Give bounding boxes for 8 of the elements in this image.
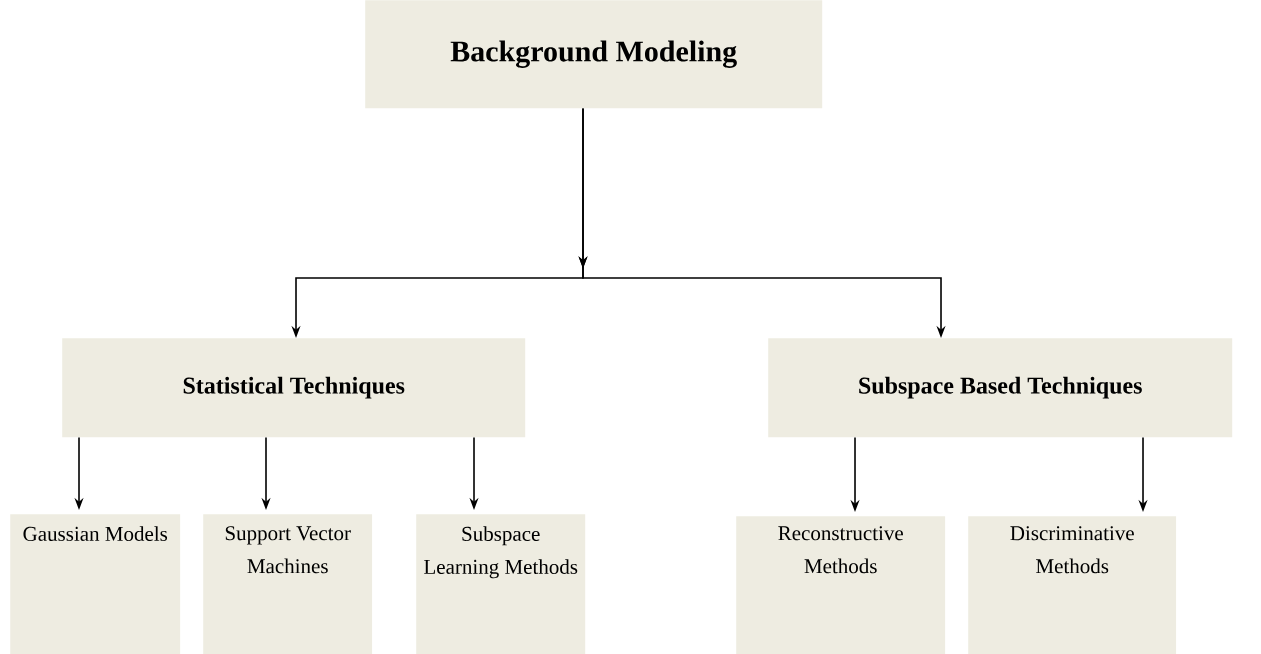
method-box: Discriminative Methods [968,516,1177,654]
category-box: Statistical Techniques [62,338,526,438]
category-box: Subspace Based Techniques [768,338,1233,438]
category-box: Background Modeling [365,0,823,109]
method-box: Support Vector Machines [203,514,373,654]
method-box: Subspace Learning Methods [416,514,586,654]
method-box: Gaussian Models [10,514,181,654]
method-box: Reconstructive Methods [736,516,946,654]
